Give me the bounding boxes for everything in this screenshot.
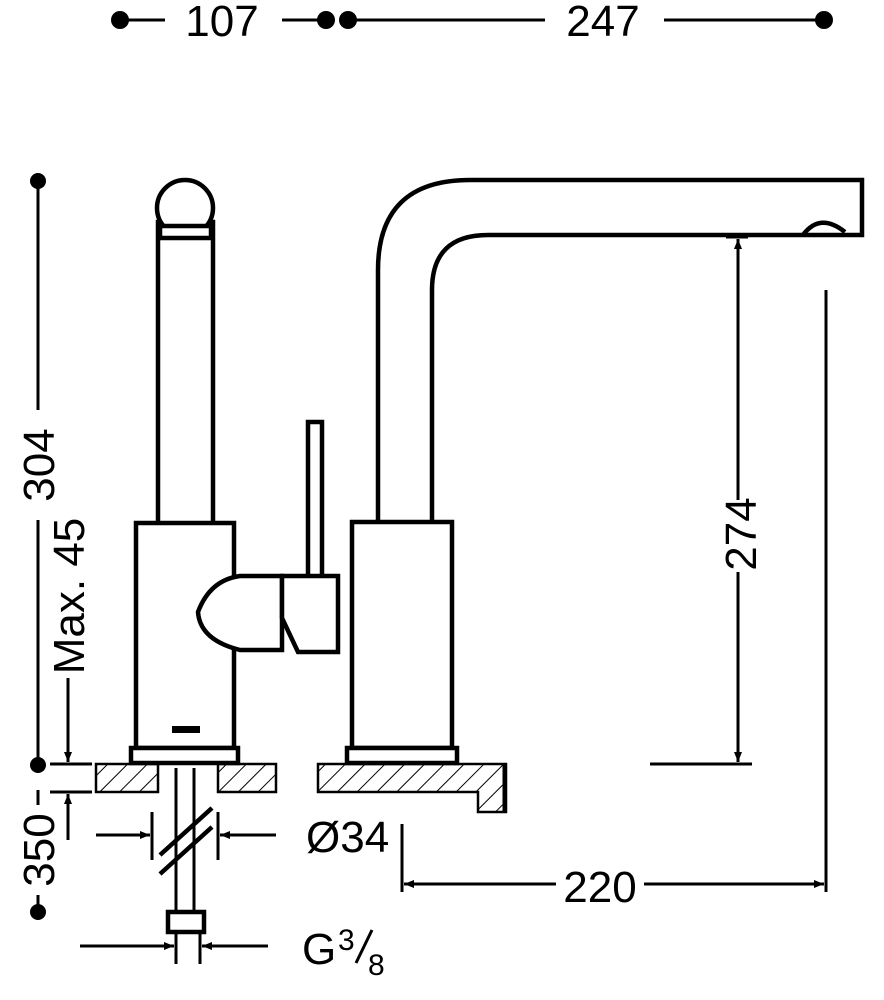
dim-dot bbox=[815, 11, 833, 29]
dim-label-304: 304 bbox=[15, 428, 64, 501]
logo-mark bbox=[172, 726, 200, 733]
dim-dot bbox=[30, 757, 46, 773]
left-height-dimensions: 304 Max. 45 350 bbox=[15, 173, 94, 920]
connection-dimension: G 3 8 bbox=[80, 924, 385, 982]
mixer-lever bbox=[195, 419, 341, 655]
spout-height-dimension: 274 bbox=[650, 235, 766, 766]
dim-label-g-sup: 3 bbox=[338, 924, 355, 957]
dim-label-350: 350 bbox=[15, 813, 64, 886]
dim-label-g: G bbox=[302, 925, 336, 974]
spout-assembly bbox=[344, 177, 865, 766]
mixer-body bbox=[128, 177, 241, 766]
dim-label-220: 220 bbox=[563, 863, 636, 912]
dim-label-247: 247 bbox=[566, 0, 639, 46]
spout-reach-dimension: 220 bbox=[400, 290, 828, 912]
dim-label-max-45: Max. 45 bbox=[45, 518, 94, 675]
dim-dot bbox=[30, 904, 46, 920]
countertop bbox=[94, 762, 508, 814]
supply-hoses bbox=[158, 768, 214, 935]
dim-label-107: 107 bbox=[185, 0, 258, 46]
dim-label-o34: Ø34 bbox=[306, 813, 389, 862]
dim-label-g-sub: 8 bbox=[368, 949, 385, 982]
diameter-dimension: Ø34 bbox=[96, 812, 389, 862]
dim-dot bbox=[317, 11, 335, 29]
top-width-dimensions: 107 247 bbox=[111, 0, 833, 46]
dim-label-274: 274 bbox=[717, 497, 766, 570]
